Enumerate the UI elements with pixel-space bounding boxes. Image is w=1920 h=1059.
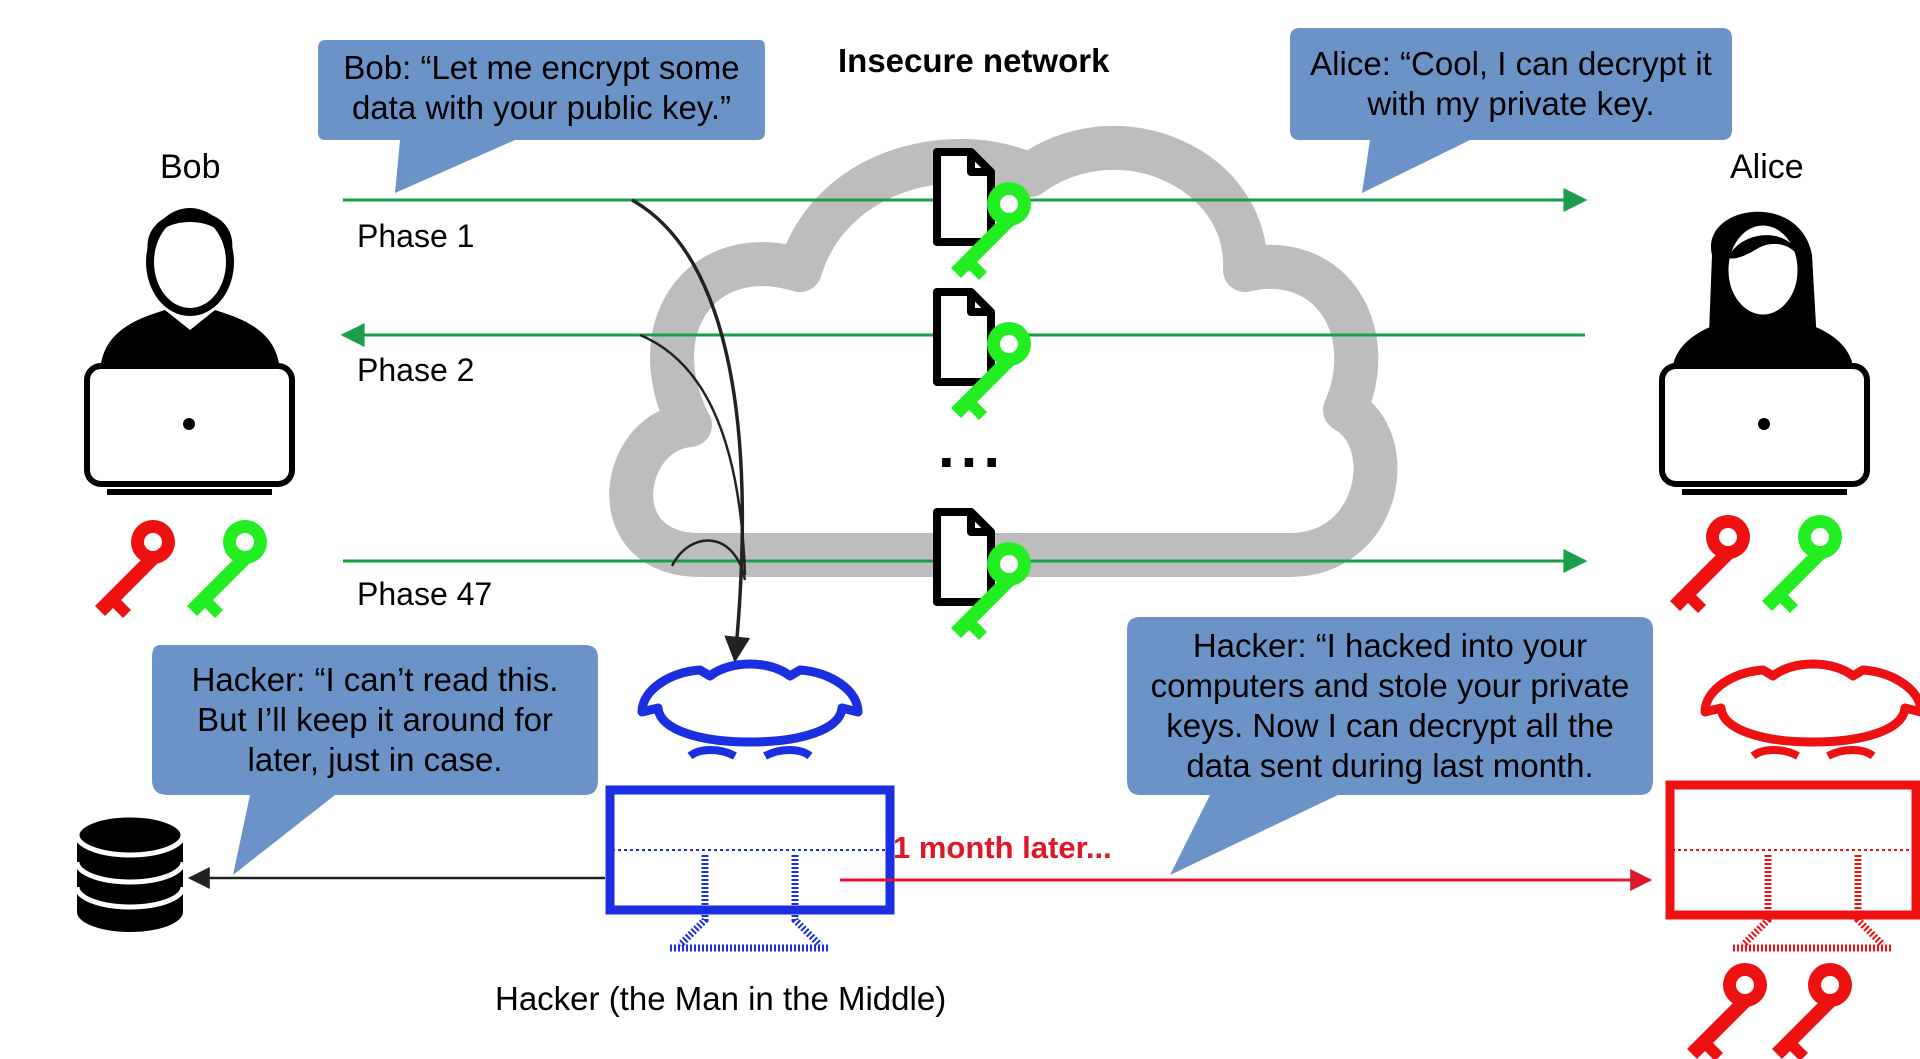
- bob-avatar: [84, 208, 295, 495]
- database-icon: [74, 812, 186, 932]
- stolen-private-key-icon: [1687, 963, 1767, 1059]
- ellipsis: ...: [938, 413, 1007, 480]
- stolen-private-key-icon: [1772, 963, 1852, 1059]
- phase-1-label: Phase 1: [357, 218, 475, 254]
- alice-label: Alice: [1730, 148, 1804, 186]
- bob-speech-bubble: [318, 40, 765, 193]
- hacker-later-speech-bubble: [1127, 617, 1653, 875]
- bob-label: Bob: [160, 148, 221, 186]
- encrypted-document-icon: [937, 292, 1031, 420]
- bob-private-key-icon: [95, 520, 175, 618]
- bob-public-key-icon: [187, 520, 267, 618]
- insecure-network-cloud: [609, 126, 1398, 577]
- hacker-bubble-text: Hacker: “I can’t read this.But I’ll keep…: [191, 661, 559, 778]
- time-label: 1 month later...: [893, 830, 1112, 865]
- phase-47-label: Phase 47: [357, 576, 493, 612]
- intercept-curves: [631, 198, 751, 663]
- alice-private-key-icon: [1670, 515, 1750, 613]
- alice-public-key-icon: [1762, 515, 1842, 613]
- alice-avatar: [1659, 211, 1870, 495]
- hacker-label: Hacker (the Man in the Middle): [495, 980, 947, 1017]
- hacker-now-avatar: [605, 659, 895, 952]
- encrypted-document-icon: [937, 512, 1031, 640]
- alice-speech-bubble: [1290, 28, 1732, 193]
- hacker-later-avatar: [1665, 659, 1920, 952]
- phase-2-label: Phase 2: [357, 352, 475, 388]
- network-title: Insecure network: [838, 42, 1110, 79]
- hacker-speech-bubble: [152, 645, 598, 875]
